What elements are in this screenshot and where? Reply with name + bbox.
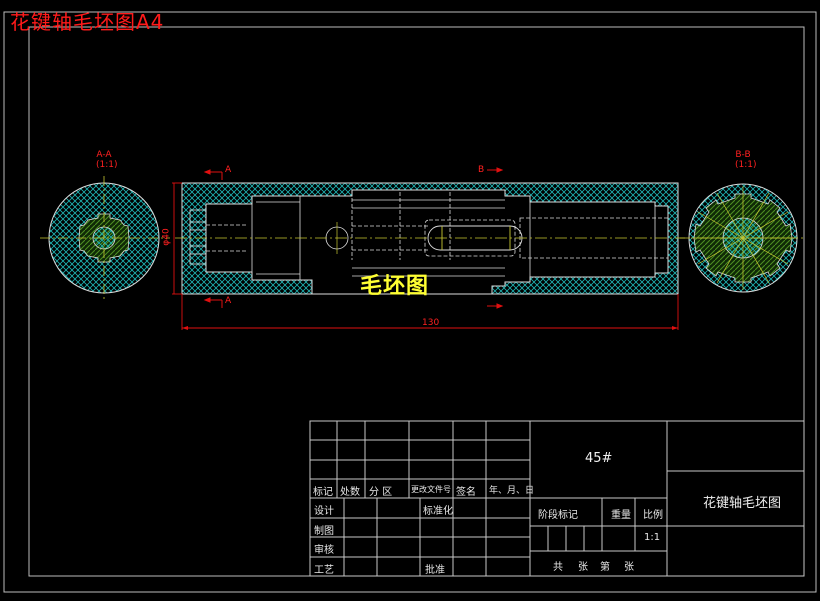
section-a-scale: (1:1) — [96, 160, 118, 170]
section-a-label: A-A (1:1) — [96, 150, 118, 170]
length-dimension: 130 — [422, 318, 440, 328]
scale-value: 1:1 — [644, 532, 661, 543]
row-process-label: 工艺 — [314, 565, 334, 576]
part-name: 花键轴毛坯图 — [703, 496, 782, 511]
scale-label: 比例 — [643, 510, 663, 521]
row-drawing-label: 制图 — [314, 526, 334, 537]
sheets-unit-label-1: 张 — [578, 562, 588, 573]
section-b-name: B-B — [735, 150, 751, 160]
section-b-view — [680, 183, 805, 293]
stage-mark-label: 阶段标记 — [538, 510, 578, 521]
sheet-number-label: 第 — [600, 562, 610, 573]
rev-header-zone: 分 区 — [369, 487, 393, 498]
rev-header-sign: 签名 — [456, 487, 476, 498]
cut-b-top-label: B — [478, 165, 485, 175]
section-a-view — [40, 176, 170, 300]
section-b-label: B-B (1:1) — [735, 150, 757, 170]
material-value: 45# — [585, 451, 613, 466]
cut-a-bottom-label: A — [225, 296, 232, 306]
row-standardization-label: 标准化 — [423, 506, 453, 517]
rev-header-count: 处数 — [340, 487, 360, 498]
row-review-label: 审核 — [314, 545, 334, 556]
cut-a-top-label: A — [225, 165, 232, 175]
blank-drawing-label: 毛坯图 — [360, 274, 430, 299]
row-design-label: 设计 — [314, 506, 334, 517]
section-a-name: A-A — [96, 150, 112, 160]
rev-header-mark: 标记 — [313, 487, 333, 498]
weight-label: 重量 — [611, 510, 631, 521]
section-b-scale: (1:1) — [735, 160, 757, 170]
outer-frame — [3, 11, 817, 593]
sheets-total-label: 共 — [553, 562, 563, 573]
sheets-unit-label-2: 张 — [624, 562, 634, 573]
rev-header-doc: 更改文件号 — [411, 485, 451, 494]
row-approve-label: 批准 — [425, 565, 445, 576]
drawing-corner-title: 花键轴毛坯图A4 — [10, 10, 165, 34]
rev-header-date: 年、月、日 — [489, 486, 535, 496]
diameter-dimension: φ40 — [161, 228, 172, 246]
main-view — [172, 167, 685, 330]
title-block-grid — [309, 420, 805, 577]
